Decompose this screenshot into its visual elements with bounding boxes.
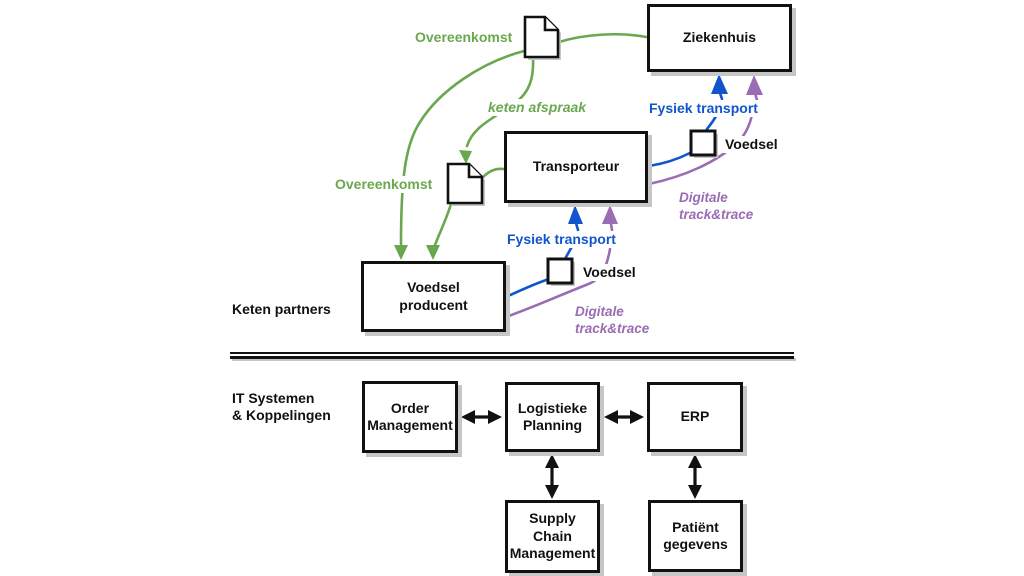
label-overeenkomst-top: Overeenkomst (413, 29, 515, 46)
arrowhead-green-right (426, 245, 440, 260)
edge-document-to-ziekenhuis (557, 32, 648, 44)
arrowhead-down (545, 485, 559, 499)
label-fysiek-transport-top: Fysiek transport (647, 100, 760, 117)
document-icon (446, 162, 485, 206)
edge-document-to-transporteur (481, 167, 506, 179)
edge-document-to-voedselproducent (433, 202, 453, 247)
package-icon (689, 129, 718, 158)
edge-blue-package-to-label-top (705, 114, 718, 131)
arrowhead-purple-to-transporteur (602, 205, 618, 224)
arrowhead-right (630, 410, 644, 424)
divider-thick-line (230, 356, 794, 359)
divider-thin-line (230, 352, 794, 354)
arrowhead-left (461, 410, 475, 424)
document-icon (523, 15, 561, 60)
package-icon (546, 257, 575, 286)
arrowhead-blue-to-transporteur (568, 205, 583, 224)
edge-blue-voedselproducent-to-package (504, 277, 551, 299)
section-label-it-systemen: IT Systemen & Koppelingen (232, 390, 331, 423)
arrowhead-right (488, 410, 502, 424)
edge-blue-arrow-shaft-bottom (574, 221, 580, 232)
node-transporteur: Transporteur (504, 131, 648, 203)
edge-purple-arrow-shaft-bottom (609, 222, 614, 232)
arrowhead-green-to-document (459, 150, 472, 164)
edge-overeenkomst-to-voedselproducent (399, 49, 526, 246)
arrowhead-down (688, 485, 702, 499)
node-patient-gegevens: Patiënt gegevens (648, 500, 743, 572)
label-voedsel-bottom: Voedsel (581, 264, 638, 281)
arrowhead-blue-to-ziekenhuis (711, 74, 728, 94)
label-keten-afspraak: keten afspraak (486, 99, 589, 116)
section-label-keten-partners: Keten partners (232, 301, 331, 317)
node-erp: ERP (647, 382, 743, 452)
label-digitale-track-trace-top: Digitale track&trace (679, 190, 754, 222)
node-logistieke-planning: Logistieke Planning (505, 382, 600, 452)
arrowhead-up (545, 454, 559, 468)
arrowhead-up (688, 454, 702, 468)
arrowhead-green-left (394, 245, 408, 260)
label-digitale-track-trace-bottom: Digitale track&trace (575, 304, 650, 336)
node-voedsel-producent: Voedsel producent (361, 261, 506, 332)
label-fysiek-transport-bottom: Fysiek transport (505, 231, 618, 248)
edge-blue-transporteur-to-package (647, 151, 692, 168)
label-overeenkomst-left: Overeenkomst (333, 176, 435, 193)
arrowhead-purple-to-ziekenhuis (746, 75, 763, 95)
arrowhead-left (604, 410, 618, 424)
node-order-management: Order Management (362, 381, 458, 453)
node-ziekenhuis: Ziekenhuis (647, 4, 792, 72)
section-divider (230, 352, 794, 359)
label-voedsel-top: Voedsel (723, 136, 780, 153)
node-supply-chain-management: Supply Chain Management (505, 500, 600, 573)
